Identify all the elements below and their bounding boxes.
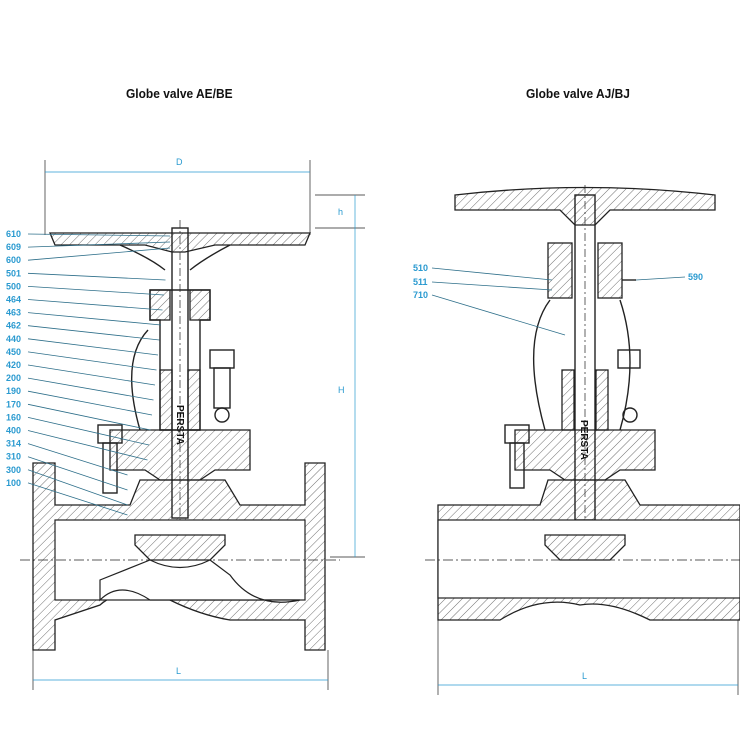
part-label-440: 440 [6, 334, 21, 344]
part-label-200: 200 [6, 373, 21, 383]
part-label-310: 310 [6, 452, 21, 462]
leader-line [27, 443, 128, 476]
part-label-462: 462 [6, 321, 21, 331]
stem-marking-left: PERSTA [174, 405, 185, 445]
right-part-labels: 510 511 710 590 [413, 263, 703, 336]
leader-line [27, 364, 156, 386]
part-label-710: 710 [413, 290, 428, 300]
part-label-450: 450 [6, 347, 21, 357]
part-label-464: 464 [6, 295, 21, 305]
part-label-511: 511 [413, 277, 428, 287]
part-label-170: 170 [6, 399, 21, 409]
part-label-400: 400 [6, 426, 21, 436]
dim-h-label: h [338, 207, 343, 217]
part-label-160: 160 [6, 412, 21, 422]
leader-line [27, 241, 171, 248]
leader-line [27, 338, 159, 356]
part-label-590: 590 [688, 272, 703, 282]
leader-line [27, 272, 166, 281]
dimension-h-H: h H [315, 194, 365, 558]
part-label-300: 300 [6, 465, 21, 475]
leader-line [27, 482, 128, 516]
dimension-L-right: L [437, 620, 739, 695]
part-label-100: 100 [6, 478, 21, 488]
leader-line [27, 233, 171, 237]
part-label-610: 610 [6, 229, 21, 239]
leader-line [27, 351, 157, 371]
leader-line [27, 417, 150, 446]
part-label-609: 609 [6, 242, 21, 252]
part-label-500: 500 [6, 281, 21, 291]
leader-line [27, 299, 163, 311]
body-left [20, 462, 340, 651]
part-label-510: 510 [413, 263, 428, 273]
right-valve: PERSTA L [413, 185, 740, 695]
part-label-463: 463 [6, 308, 21, 318]
dimension-L-left: L [32, 650, 329, 690]
title-right: Globe valve AJ/BJ [526, 86, 630, 101]
part-label-501: 501 [6, 268, 21, 278]
leader-line [27, 469, 128, 506]
part-label-420: 420 [6, 360, 21, 370]
part-label-600: 600 [6, 255, 21, 265]
dim-L-left-label: L [176, 666, 181, 676]
leader-line [27, 286, 165, 296]
dim-H-label: H [338, 385, 345, 395]
dimension-D: D [44, 157, 311, 235]
leader-line [27, 430, 148, 461]
part-label-190: 190 [6, 386, 21, 396]
leader-line [27, 377, 154, 401]
title-left: Globe valve AE/BE [126, 86, 233, 101]
dim-L-right-label: L [582, 671, 587, 681]
left-part-labels: 610 609 600 501 500 464 463 462 440 450 420 200 190 1… [6, 229, 171, 516]
dim-D-label: D [176, 157, 183, 167]
leader-line [27, 312, 162, 326]
left-valve: D PERSTA [6, 157, 365, 690]
leader-line [27, 456, 128, 491]
part-label-314: 314 [6, 439, 21, 449]
leader-line [27, 390, 153, 416]
leader-line [27, 325, 160, 341]
leader-line [27, 403, 151, 431]
leader-line [27, 247, 171, 261]
